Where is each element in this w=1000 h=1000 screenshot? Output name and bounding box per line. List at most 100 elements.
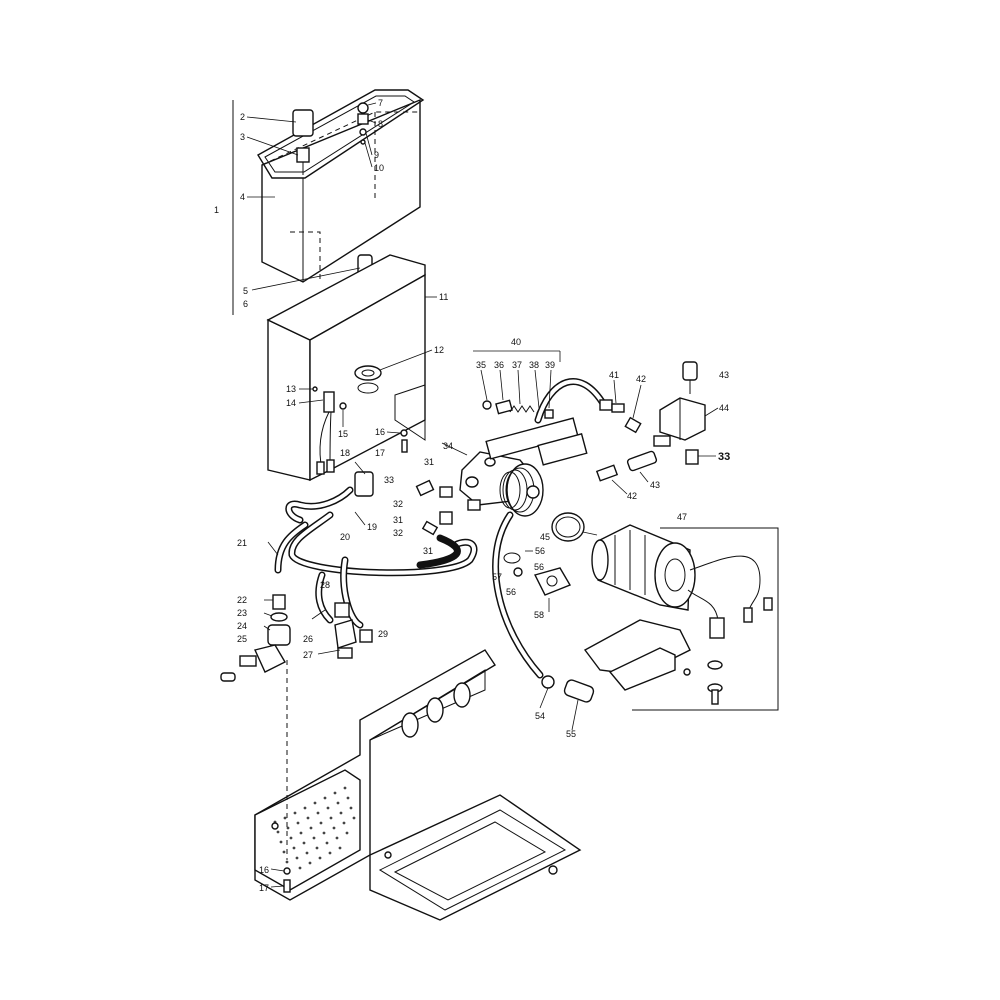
callout-58: 58	[534, 610, 544, 620]
leader-5	[251, 267, 361, 291]
callout-29: 29	[378, 629, 388, 639]
motor-end-bearing	[664, 558, 686, 592]
motor-plug-2	[763, 597, 773, 611]
callout-4: 4	[240, 192, 245, 202]
callout-25: 25	[237, 634, 247, 644]
callout-34: 34	[443, 441, 453, 451]
hose-part-26-inner	[316, 573, 332, 622]
washer-part-16	[400, 429, 408, 437]
hose-end-fitting	[599, 399, 613, 411]
seat-part-39	[544, 409, 554, 419]
leader-16b	[270, 868, 285, 872]
callout-57: 57	[492, 572, 502, 582]
fitting-part-31-upper	[415, 479, 435, 497]
callout-15: 15	[338, 429, 348, 439]
callout-31-bottom: 31	[423, 546, 433, 556]
leader-16	[386, 431, 401, 434]
switch-part-14	[323, 391, 335, 413]
leader-7	[367, 102, 377, 106]
pump-assembly	[415, 361, 706, 536]
check-valve-part-43	[626, 450, 658, 472]
callout-26: 26	[303, 634, 313, 644]
tank-body	[261, 98, 421, 283]
callout-17-base: 17	[259, 883, 269, 893]
hose-part-20-inner	[289, 513, 476, 575]
base-hole-2	[426, 697, 444, 723]
callout-labels: 1 2 3 4 5 6 7 8 9 10 11 12 13 14 15 16 1…	[214, 98, 730, 893]
leader-35	[480, 369, 488, 401]
callout-16-base: 16	[259, 865, 269, 875]
elbow-part-33	[685, 449, 699, 465]
pump-shaft	[526, 485, 540, 499]
fitting-part-32-lower	[421, 520, 439, 536]
pump-port-front	[465, 476, 479, 488]
callout-2: 2	[240, 112, 245, 122]
pump-port-top	[484, 457, 496, 467]
hose-return-inner	[341, 558, 362, 627]
pressure-switch-part-43	[682, 361, 698, 381]
base-floor-frame	[369, 794, 582, 921]
screw-part-17-base	[283, 879, 291, 893]
leader-10	[364, 142, 373, 168]
group-47-bracket	[632, 527, 779, 711]
leader-14	[298, 399, 324, 404]
callout-37: 37	[512, 360, 522, 370]
callout-23: 23	[237, 608, 247, 618]
base-foot-rear	[271, 822, 279, 830]
motor-bracket-lower	[608, 647, 676, 691]
pump-rib-3	[499, 471, 521, 509]
leader-43b	[639, 471, 649, 483]
leader-45	[582, 531, 598, 536]
leader-42b	[611, 479, 628, 495]
drain-hose	[492, 511, 544, 679]
callout-55: 55	[566, 729, 576, 739]
cap-part-7	[357, 102, 369, 114]
rubber-foot-top	[707, 660, 723, 670]
manifold-bar	[485, 417, 579, 460]
leader-9	[365, 132, 373, 156]
callout-33-left: 33	[384, 475, 394, 485]
callout-36: 36	[494, 360, 504, 370]
pressure-hose-inner	[536, 379, 606, 422]
wire-terminal-1	[316, 461, 325, 475]
leader-37	[517, 369, 521, 405]
washer-part-23	[270, 612, 288, 622]
leader-38	[534, 369, 540, 409]
callout-33-right: 33	[718, 451, 730, 463]
pressostat-part-58	[533, 567, 572, 596]
drain-hose-inner	[493, 513, 542, 677]
hose-pump-inlet	[416, 534, 461, 569]
wire-terminal-2	[326, 459, 335, 473]
hose-part-19-inner	[286, 488, 352, 522]
leader-44	[704, 407, 719, 417]
leader-55	[571, 699, 579, 731]
pump-outlet-fitting	[467, 499, 481, 511]
fitting-part-31-lower	[439, 511, 453, 525]
tee-part-27	[334, 619, 357, 649]
solenoid-fitting	[653, 435, 671, 447]
tank-back-edge-hidden	[261, 111, 420, 166]
drip-tray-plate	[254, 769, 361, 891]
fitting-part-28	[334, 602, 350, 618]
callout-56-mid: 56	[534, 562, 544, 572]
callout-56-top: 56	[535, 546, 545, 556]
connector-part-24	[267, 624, 291, 646]
seal-under-12	[357, 382, 379, 394]
callout-54: 54	[535, 711, 545, 721]
elbow-part-25	[254, 644, 286, 673]
leader-39	[548, 369, 552, 409]
callout-21: 21	[237, 538, 247, 548]
motor-group	[503, 512, 779, 711]
motor-wire-2	[687, 589, 719, 621]
callout-20: 20	[340, 532, 350, 542]
tank-lid	[257, 89, 425, 179]
fitting-part-42-lower	[595, 464, 619, 482]
callout-56-bottom: 56	[506, 587, 516, 597]
leader-18	[354, 461, 366, 475]
leader-12	[379, 349, 433, 371]
leader-36	[499, 369, 504, 401]
callout-22: 22	[237, 595, 247, 605]
base-hole-1	[401, 712, 419, 738]
pressostat-dial	[546, 575, 558, 587]
callout-40: 40	[511, 337, 521, 347]
